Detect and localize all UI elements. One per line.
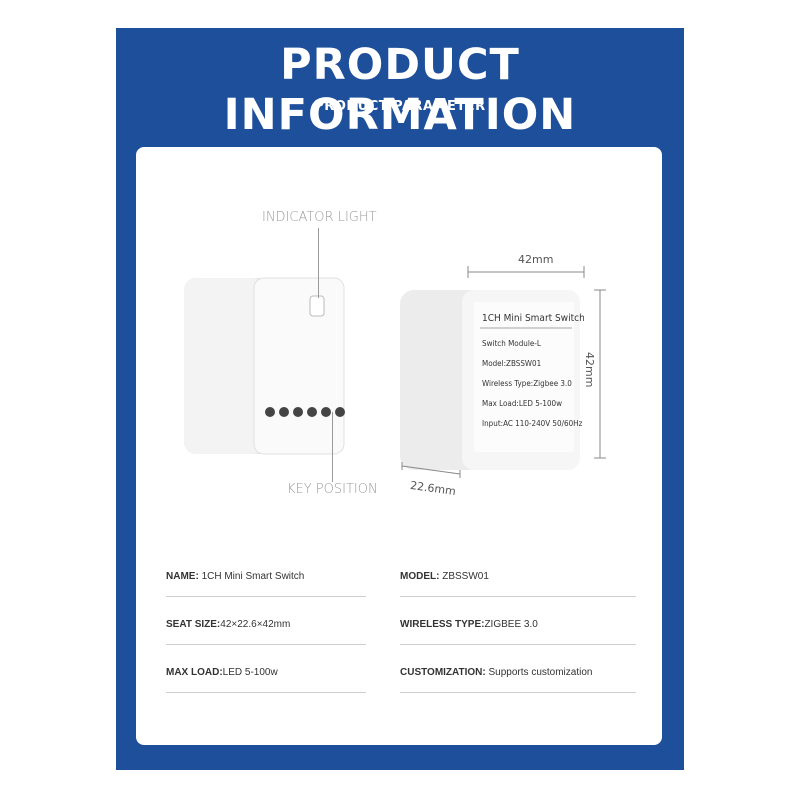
device-label-title: 1CH Mini Smart Switch	[482, 313, 584, 324]
spec-divider	[400, 692, 636, 693]
spec-divider	[400, 596, 636, 597]
page-title: PRODUCT INFORMATION	[223, 40, 577, 140]
key-hole	[335, 407, 345, 417]
spec-name: NAME: 1CH Mini Smart Switch	[166, 571, 305, 582]
spec-max-load: MAX LOAD:LED 5-100w	[166, 667, 278, 678]
key-hole	[293, 407, 303, 417]
spec-wireless: WIRELESS TYPE:ZIGBEE 3.0	[400, 619, 538, 630]
spec-divider	[166, 692, 366, 693]
spec-model: MODEL: ZBSSW01	[400, 571, 489, 582]
depth-dimension-line	[401, 462, 461, 478]
device-label-line2: Model:ZBSSW01	[482, 359, 541, 368]
device-label-line4: Max Load:LED 5-100w	[482, 399, 562, 408]
device-label-line5: Input:AC 110-240V 50/60Hz	[482, 419, 583, 428]
spec-customization: CUSTOMIZATION: Supports customization	[400, 667, 593, 678]
spec-seat-size: SEAT SIZE:42×22.6×42mm	[166, 619, 291, 630]
device-front-view: 1CH Mini Smart Switch Switch Module-L Mo…	[400, 290, 584, 470]
device-label-line1: Switch Module-L	[482, 339, 541, 348]
key-position-label: KEY POSITION	[287, 482, 378, 497]
key-hole	[279, 407, 289, 417]
spec-divider	[166, 596, 366, 597]
dimension-lines	[467, 266, 606, 459]
indicator-light-label: INDICATOR LIGHT	[262, 210, 377, 225]
device-side-view	[184, 277, 345, 455]
spec-divider	[166, 644, 366, 645]
key-hole	[265, 407, 275, 417]
width-dimension: 42mm	[518, 253, 554, 266]
key-hole	[307, 407, 317, 417]
spec-divider	[400, 644, 636, 645]
indicator-callout-line	[318, 228, 319, 298]
key-callout-line	[332, 412, 333, 482]
page-subtitle: PRODUCT PARAMETER	[314, 99, 486, 114]
height-dimension: 42mm	[583, 352, 596, 388]
device-label-line3: Wireless Type:Zigbee 3.0	[482, 379, 572, 388]
key-hole	[321, 407, 331, 417]
